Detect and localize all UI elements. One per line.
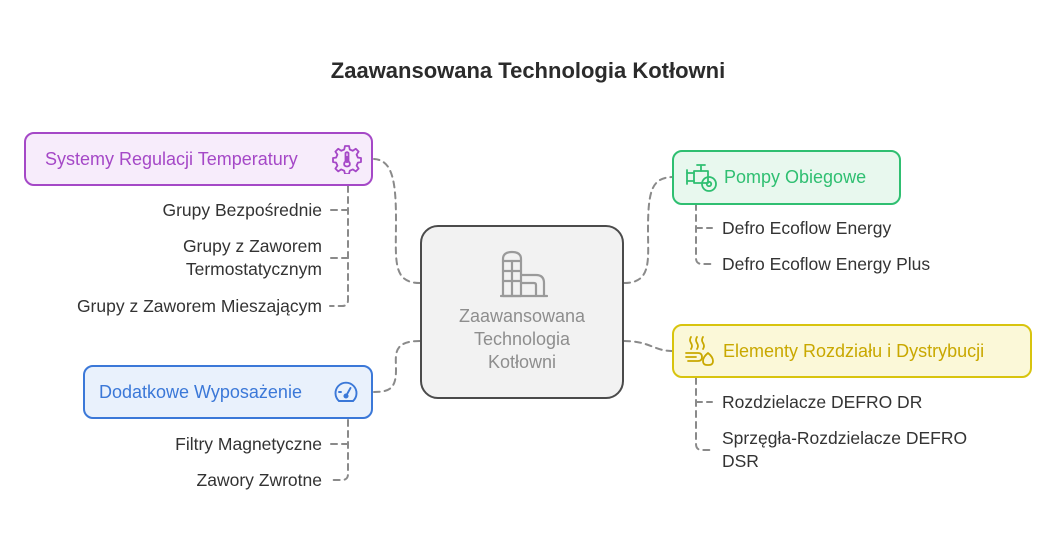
item-pumps-1: Defro Ecoflow Energy <box>722 218 892 238</box>
item-temperature-3: Grupy z Zaworem Mieszającym <box>76 296 322 316</box>
connector-equipment <box>373 340 421 393</box>
center-label: Zaawansowana Technologia Kotłowni <box>422 305 622 374</box>
spine-pumps <box>695 203 713 265</box>
item-distribution-1: Rozdzielacze DEFRO DR <box>722 392 923 412</box>
center-node[interactable]: Zaawansowana Technologia Kotłowni <box>420 225 624 399</box>
category-equipment[interactable]: Dodatkowe Wyposażenie <box>83 365 373 419</box>
spine-equipment <box>329 419 349 481</box>
spine-distribution <box>695 377 713 451</box>
item-pumps-2: Defro Ecoflow Energy Plus <box>722 254 931 274</box>
center-label-line: Kotłowni <box>487 352 557 372</box>
connector-pumps <box>623 176 673 284</box>
category-pumps[interactable]: Pompy Obiegowe <box>672 150 901 205</box>
category-distribution-label: Elementy Rozdziału i Dystrybucji <box>723 340 985 361</box>
category-temperature-label: Systemy Regulacji Temperatury <box>45 148 298 169</box>
pump-valve-icon <box>686 163 717 192</box>
center-label-line: Zaawansowana <box>458 306 586 326</box>
connector-distribution <box>623 340 673 352</box>
heat-distribution-icon <box>685 336 714 366</box>
item-distribution-2: Sprzęgła-Rozdzielacze DEFRO DSR <box>722 428 968 471</box>
category-equipment-label: Dodatkowe Wyposażenie <box>99 381 302 402</box>
category-pumps-label: Pompy Obiegowe <box>724 167 867 187</box>
diagram-title: Zaawansowana Technologia Kotłowni <box>330 58 726 83</box>
item-temperature-2: Grupy z Zaworem Termostatycznym <box>182 236 322 279</box>
category-temperature[interactable]: Systemy Regulacji Temperatury <box>24 132 373 186</box>
thermostat-gear-icon <box>332 145 362 174</box>
item-temperature-1: Grupy Bezpośrednie <box>162 200 322 220</box>
boiler-room-icon <box>500 250 548 298</box>
item-equipment-1: Filtry Magnetyczne <box>175 434 322 454</box>
category-distribution[interactable]: Elementy Rozdziału i Dystrybucji <box>672 324 1032 378</box>
item-equipment-2: Zawory Zwrotne <box>196 470 322 490</box>
connector-temperature <box>373 158 421 284</box>
spine-temperature <box>329 185 349 307</box>
gauge-icon <box>334 381 358 402</box>
center-label-line: Technologia <box>473 329 571 349</box>
